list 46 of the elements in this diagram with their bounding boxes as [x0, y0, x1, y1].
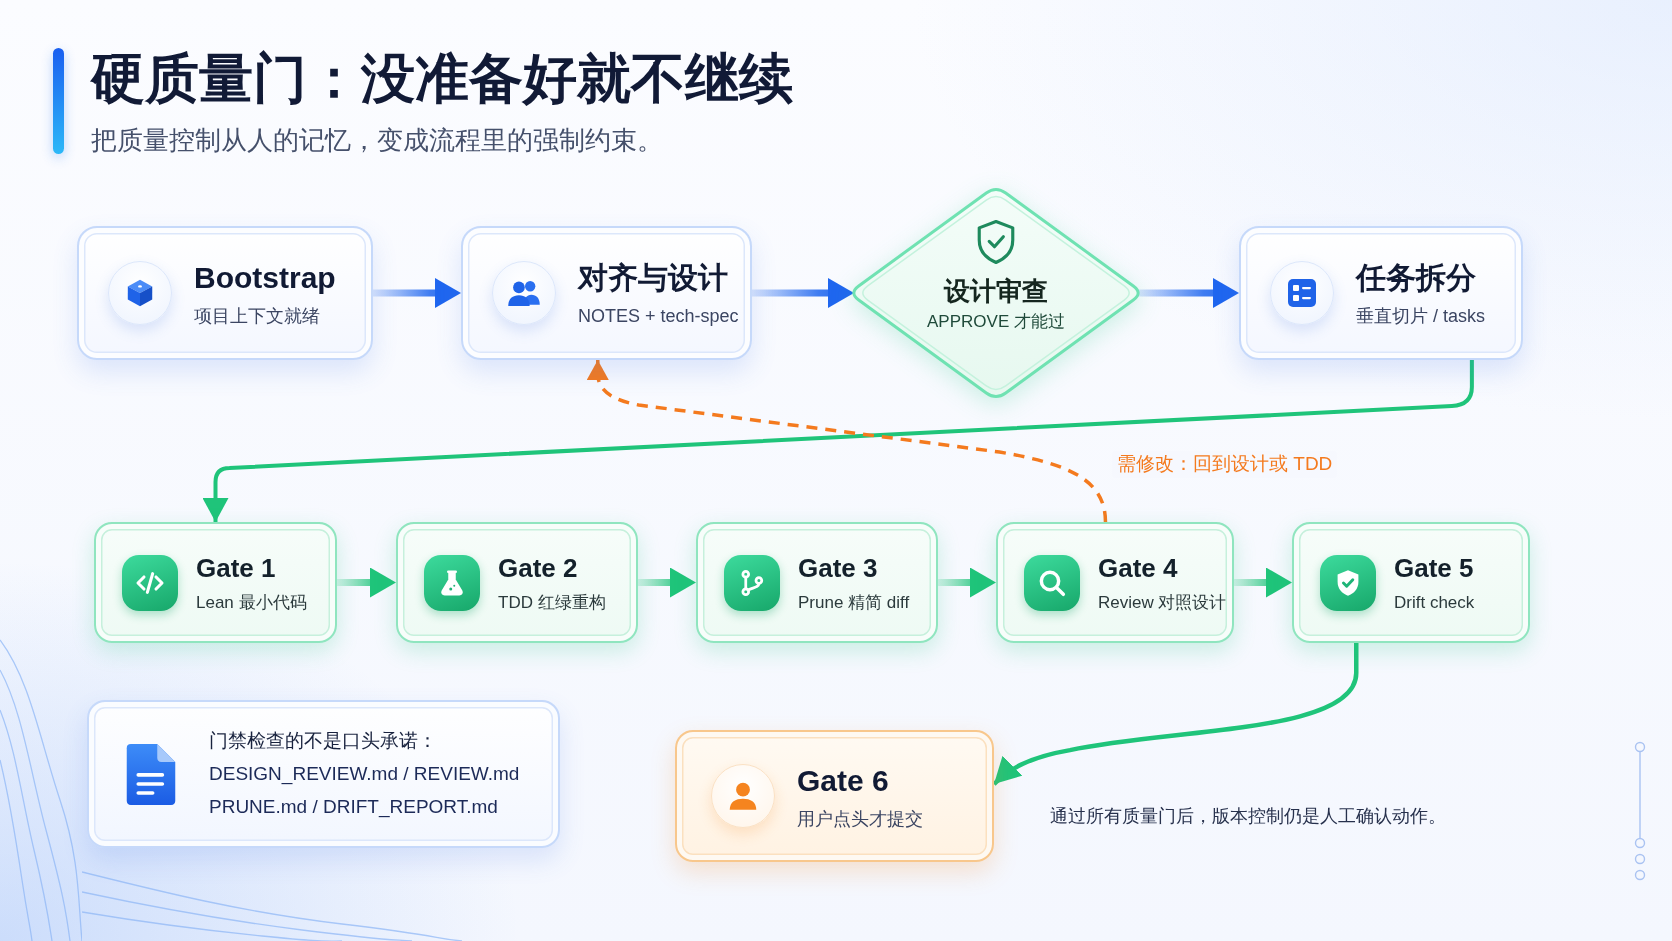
card-subtitle: APPROVE 才能过	[927, 310, 1065, 332]
card-title: 对齐与设计	[578, 259, 728, 296]
process-card	[1239, 226, 1523, 360]
card-subtitle: Prune 精简 diff	[798, 591, 910, 613]
final-gate-card	[675, 730, 994, 862]
subtitle: 把质量控制从人的记忆，变成流程里的强制约束。	[91, 124, 663, 157]
flow-arrow	[1138, 278, 1239, 308]
note-text: 通过所有质量门后，版本控制仍是人工确认动作。	[1050, 805, 1446, 828]
flow-arrow	[337, 567, 396, 598]
card-subtitle: Review 对照设计	[1098, 591, 1227, 613]
card-title: Gate 1	[196, 552, 276, 585]
page-title: 硬质量门：没准备好就不继续	[91, 46, 793, 112]
card-title: Gate 5	[1394, 552, 1474, 585]
gate-card	[396, 522, 638, 643]
card-title: Gate 6	[797, 762, 889, 799]
card-subtitle: TDD 红绿重构	[498, 591, 606, 613]
flow-arrow	[752, 278, 854, 308]
gate-card	[94, 522, 337, 643]
card-title: 设计审查	[944, 275, 1048, 308]
dashed-arrow	[586, 360, 1108, 523]
card-title: Bootstrap	[194, 259, 336, 296]
flow-arrow	[938, 567, 996, 598]
card-subtitle: Drift check	[1394, 591, 1475, 613]
card-subtitle: NOTES + tech-spec	[578, 305, 739, 328]
file-list-line: DESIGN_REVIEW.md / REVIEW.md	[209, 762, 520, 786]
flow-arrow	[638, 567, 696, 598]
flow-arrow	[202, 360, 1474, 522]
card-title: Gate 4	[1098, 552, 1178, 585]
card-subtitle: Lean 最小代码	[196, 591, 307, 613]
gate-card	[1292, 522, 1530, 643]
flow-arrow	[373, 278, 461, 308]
file-list-line: PRUNE.md / DRIFT_REPORT.md	[209, 794, 498, 819]
flow-arrow	[992, 643, 1359, 786]
card-subtitle: 项目上下文就绪	[194, 305, 320, 328]
process-card	[461, 226, 752, 360]
card-title: 任务拆分	[1356, 259, 1476, 296]
process-card	[77, 226, 373, 360]
note-heading: 门禁检查的不是口头承诺：	[209, 729, 437, 754]
gate-card	[996, 522, 1234, 643]
card-title: Gate 2	[498, 552, 578, 585]
card-title: Gate 3	[798, 552, 878, 585]
flow-arrow	[1234, 567, 1292, 598]
card-subtitle: 垂直切片 / tasks	[1356, 305, 1485, 328]
note-card	[87, 700, 560, 848]
gate-card	[696, 522, 938, 643]
card-subtitle: 用户点头才提交	[797, 808, 923, 831]
